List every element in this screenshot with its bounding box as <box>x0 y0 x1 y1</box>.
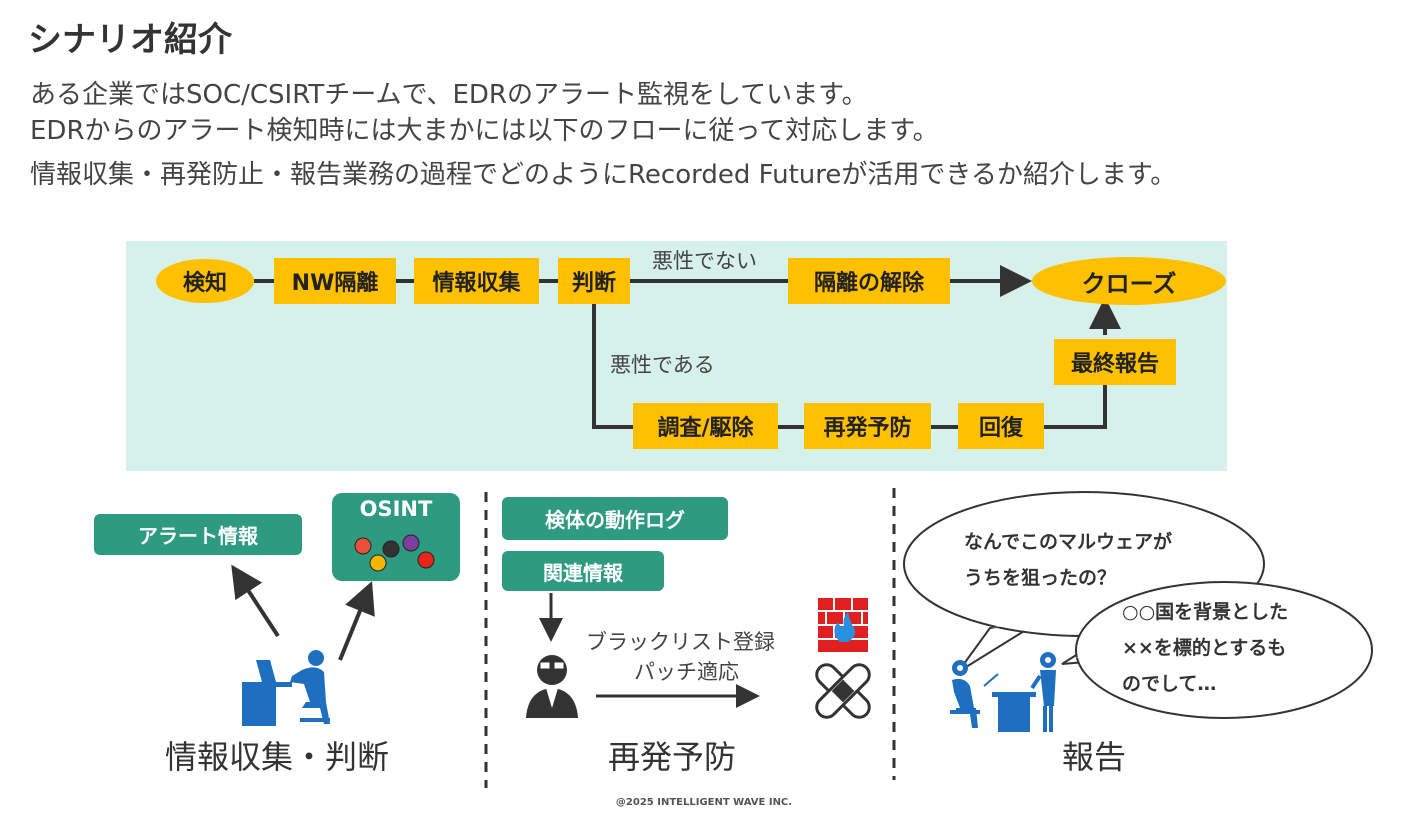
intro-line-2: EDRからのアラート検知時には大まかには以下のフローに従って対応します。 <box>30 116 939 146</box>
edge-label-not-malicious: 悪性でない <box>652 249 757 273</box>
bubble2-line-1: ○○国を背景とした <box>1122 601 1289 623</box>
bubble1-line-2: うちを狙ったの？ <box>964 567 1117 589</box>
node-recurrence-prevention: 再発予防 <box>804 403 931 449</box>
copyright-footer: @2025 INTELLIGENT WAVE INC. <box>615 797 793 808</box>
node-close: クローズ <box>1032 257 1226 305</box>
osint-label: OSINT <box>359 497 433 521</box>
report-caption: 報告 <box>1062 738 1127 776</box>
prevent-action-line-1: ブラックリスト登録 <box>586 630 775 654</box>
bubble2-line-2: ××を標的とするも <box>1122 637 1287 659</box>
alert-info-label: アラート情報 <box>94 514 302 555</box>
node-final-report: 最終報告 <box>1054 339 1176 385</box>
node-nw-isolation: NW隔離 <box>274 258 396 304</box>
prevent-action-line-2: パッチ適応 <box>634 660 739 684</box>
flow-connectors <box>254 265 1121 429</box>
intro-line-1: ある企業ではSOC/CSIRTチームで、EDRのアラート監視をしています。 <box>30 80 868 110</box>
security-engineer-icon <box>526 655 578 718</box>
patch-bandage-icon <box>815 663 871 719</box>
bubble2-line-3: のでして… <box>1122 673 1217 695</box>
node-recovery: 回復 <box>958 403 1044 449</box>
sample-log-label: 検体の動作ログ <box>502 497 728 540</box>
page-title: シナリオ紹介 <box>28 20 232 60</box>
osint-box: OSINT <box>332 493 460 581</box>
bubble1-line-1: なんでこのマルウェアが <box>964 531 1173 553</box>
prevent-caption: 再発予防 <box>608 738 737 776</box>
related-info-label: 関連情報 <box>502 551 664 591</box>
node-judgement: 判断 <box>558 258 630 304</box>
reporting-meeting-icon <box>950 652 1056 732</box>
node-investigate-remove: 調査/駆除 <box>633 403 778 449</box>
node-release-isolation: 隔離の解除 <box>788 258 950 304</box>
flow-panel: 検知 NW隔離 情報収集 判断 悪性でない 隔離の解除 クローズ 悪性である 最… <box>126 241 1227 471</box>
collect-caption: 情報収集・判断 <box>165 738 390 776</box>
firewall-icon <box>818 598 868 652</box>
analyst-at-desk-icon <box>242 650 330 726</box>
intro-line-3: 情報収集・再発防止・報告業務の過程でどのようにRecorded Futureが活… <box>30 160 1177 190</box>
edge-label-malicious: 悪性である <box>610 353 715 377</box>
osint-dots-icon <box>354 534 435 572</box>
node-detect: 検知 <box>156 259 254 303</box>
node-info-collection: 情報収集 <box>414 258 539 304</box>
